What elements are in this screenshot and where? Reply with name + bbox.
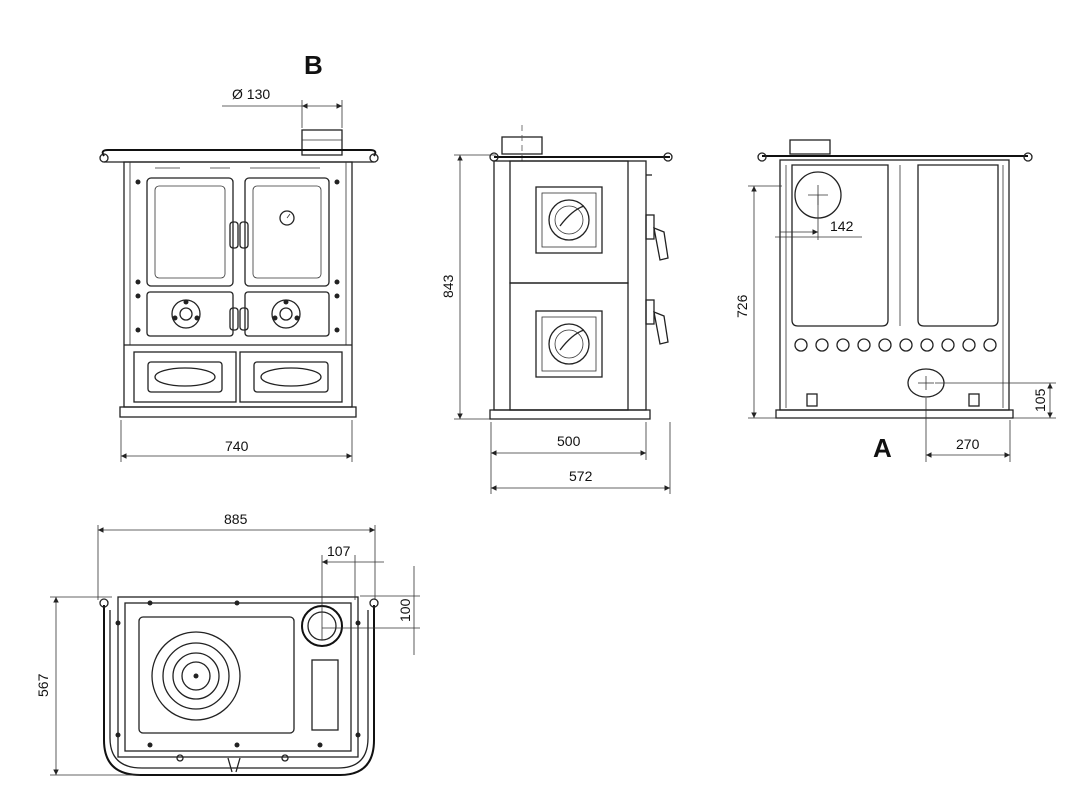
oven-thermometer-icon [279, 210, 295, 226]
air-regulator-right-icon [271, 299, 301, 329]
dim-front-width: 740 [225, 438, 249, 454]
top-body [117, 596, 359, 758]
front-ash-door [146, 291, 234, 337]
front-plinth [119, 406, 357, 418]
side-medallion-upper-icon [535, 186, 603, 254]
dim-side-depth-body: 500 [557, 433, 581, 449]
top-reservoir [311, 659, 339, 731]
rear-flue-pipe [789, 139, 831, 155]
dim-rear-outlet-side-offset: 270 [956, 436, 980, 452]
front-door-handle-left [229, 221, 239, 249]
rear-panel-left [791, 164, 889, 327]
rear-vent-holes [794, 338, 997, 352]
top-rail [103, 605, 375, 776]
rear-panel-right [917, 164, 999, 327]
dim-top-flue-offset: 107 [327, 543, 351, 559]
label-flue-rear: A [873, 433, 892, 463]
rear-plinth [775, 409, 1014, 419]
side-view: 843 500 572 [440, 125, 673, 494]
label-flue-top: B [304, 50, 323, 80]
front-lower-door [244, 291, 330, 337]
front-flue-pipe [301, 129, 343, 156]
front-oven-door [244, 177, 330, 287]
side-medallion-lower-icon [535, 310, 603, 378]
top-view: 885 107 100 567 [35, 511, 420, 776]
side-body [493, 160, 647, 411]
dim-top-flue-front-offset: 100 [397, 598, 413, 622]
drawer-left-ornament-icon [154, 367, 216, 387]
front-fire-door [146, 177, 234, 287]
front-door-handle-right [239, 221, 249, 249]
rear-body [779, 159, 1010, 411]
air-regulator-left-icon [171, 299, 201, 329]
dim-top-width: 885 [224, 511, 248, 527]
side-handle-upper [653, 226, 669, 261]
dim-height: 843 [440, 274, 456, 298]
dim-top-depth: 567 [35, 673, 51, 697]
front-rail [101, 149, 377, 157]
drawer-right-ornament-icon [260, 367, 322, 387]
front-drawer-right [239, 351, 343, 403]
dim-rear-flue-offset: 142 [830, 218, 854, 234]
side-handle-lower [653, 310, 669, 345]
dim-side-depth-total: 572 [569, 468, 593, 484]
side-plinth [489, 409, 651, 420]
rear-view: 142 726 105 270 A [734, 139, 1056, 463]
front-drawer-left [133, 351, 237, 403]
dim-rear-outlet-height: 105 [1032, 388, 1048, 412]
hob-rings-icon [151, 631, 241, 721]
front-view: Ø 130 B 740 [99, 50, 379, 462]
dim-rear-height: 726 [734, 294, 750, 318]
top-cooking-plate [138, 616, 295, 734]
dim-flue-diameter: Ø 130 [232, 86, 270, 102]
